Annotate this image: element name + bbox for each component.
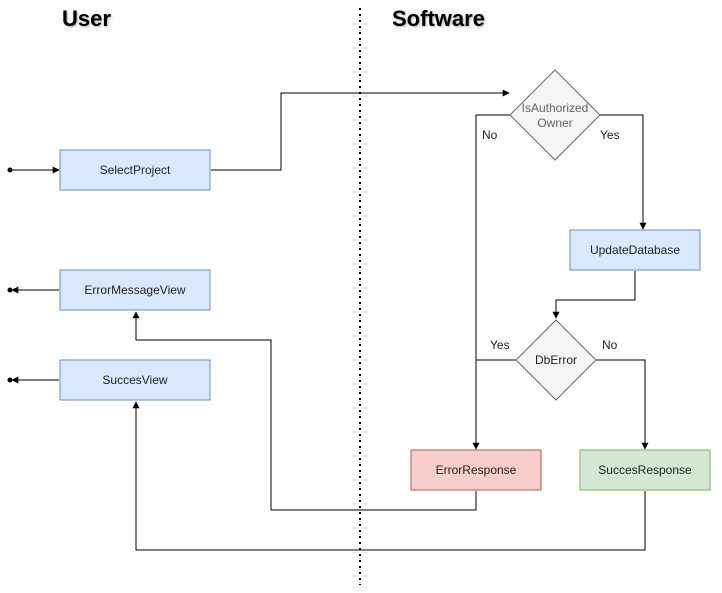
node-update-database: UpdateDatabase xyxy=(569,229,701,271)
node-succes-view: SuccesView xyxy=(59,359,211,401)
select-project-label: SelectProject xyxy=(100,163,171,177)
error-exit-dot xyxy=(7,287,13,293)
db-yes-label: Yes xyxy=(490,338,510,352)
node-succes-response: SuccesResponse xyxy=(579,449,711,491)
error-message-view-label: ErrorMessageView xyxy=(84,283,185,297)
node-error-response: ErrorResponse xyxy=(410,449,542,491)
edge-authorized-yes xyxy=(599,114,647,230)
db-error-label: DbError xyxy=(535,353,577,367)
auth-yes-label: Yes xyxy=(600,128,620,142)
edge-selectproject-to-isauthorized xyxy=(211,89,510,171)
succes-view-label: SuccesView xyxy=(102,373,167,387)
node-select-project: SelectProject xyxy=(59,149,211,191)
update-database-label: UpdateDatabase xyxy=(590,243,680,257)
success-exit-dot xyxy=(7,377,13,383)
decision-is-authorized-owner: IsAuthorized Owner xyxy=(509,69,601,161)
succes-response-label: SuccesResponse xyxy=(598,463,692,477)
auth-no-label: No xyxy=(482,128,498,142)
edge-errorresponse-to-errorview xyxy=(132,311,477,511)
decision-db-error: DbError xyxy=(515,319,597,401)
is-authorized-label-line1: IsAuthorized xyxy=(522,101,589,115)
start-dot xyxy=(7,167,13,173)
edge-authorized-no xyxy=(472,114,511,450)
edge-succesresponse-to-succesview xyxy=(132,401,646,551)
edge-updatedb-to-dberror xyxy=(552,271,636,319)
is-authorized-label-line2: Owner xyxy=(537,116,572,130)
edge-dberror-no xyxy=(596,359,649,450)
software-lane-title: Software xyxy=(392,6,485,31)
db-no-label: No xyxy=(602,338,618,352)
node-error-message-view: ErrorMessageView xyxy=(59,269,211,311)
error-response-label: ErrorResponse xyxy=(436,463,517,477)
user-lane-title: User xyxy=(62,6,111,31)
